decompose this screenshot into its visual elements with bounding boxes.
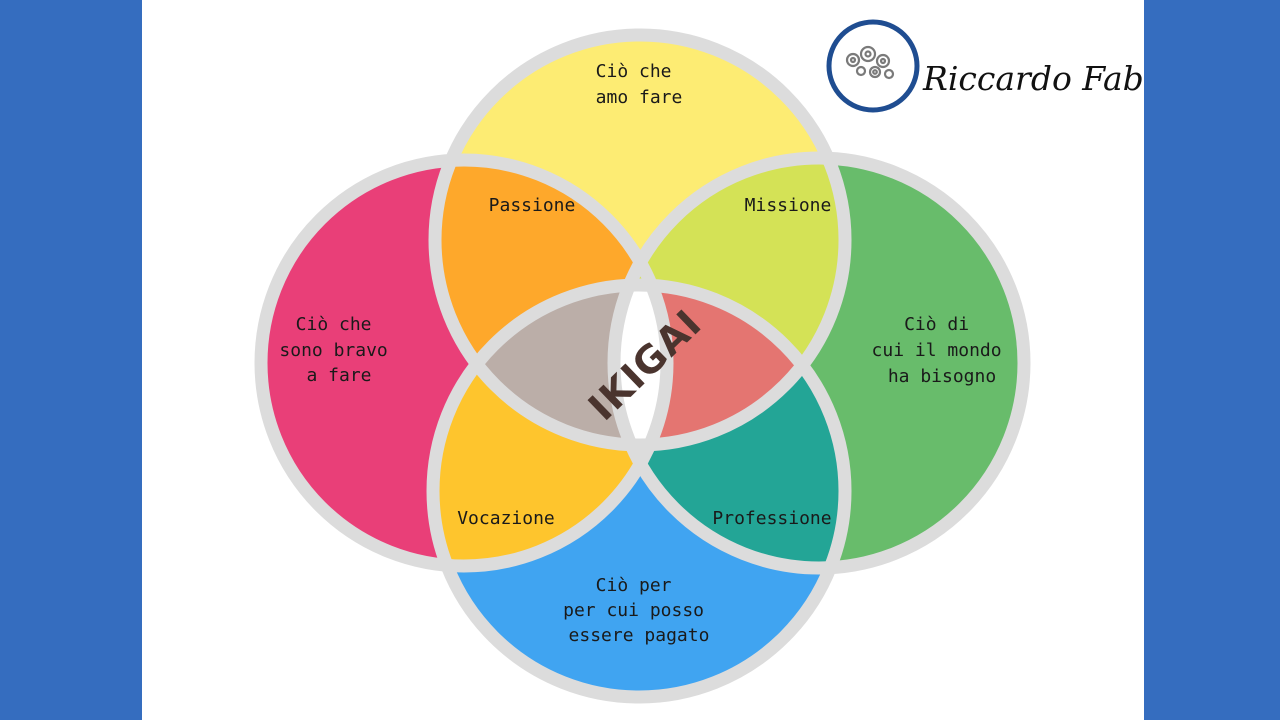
ikigai-canvas: Ciò che amo fare Ciò che sono bravo a fa…: [142, 0, 1144, 720]
label-passion: Passione: [489, 195, 576, 216]
outline-paid-for: [426, 278, 852, 704]
outline-good-at: [254, 153, 674, 573]
outline-love: [428, 28, 852, 452]
outline-world-needs: [607, 151, 1031, 575]
ikigai-venn-diagram: Ciò che amo fare Ciò che sono bravo a fa…: [254, 19, 1144, 704]
gears-icon: [845, 45, 895, 80]
left-blue-border: [0, 0, 142, 720]
label-paid-for: Ciò per per cui posso essere pagato: [563, 575, 715, 646]
label-vocation: Vocazione: [457, 508, 555, 529]
right-blue-border: [1144, 0, 1280, 720]
brand-logo: Riccardo Fabbri: [826, 19, 1144, 113]
label-love: Ciò che amo fare: [596, 61, 683, 108]
label-good-at: Ciò che sono bravo a fare: [279, 314, 398, 386]
label-profession: Professione: [712, 508, 831, 529]
brand-ring: [826, 19, 920, 113]
label-mission: Missione: [745, 195, 832, 216]
brand-name: Riccardo Fabbri: [922, 59, 1144, 98]
label-world-needs: Ciò di cui il mondo ha bisogno: [872, 314, 1013, 387]
